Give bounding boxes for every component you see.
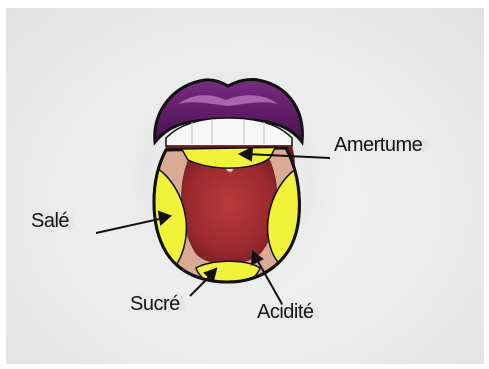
- label-bitter: Amertume: [334, 134, 422, 157]
- label-sweet: Sucré: [130, 293, 180, 316]
- label-sour: Acidité: [257, 301, 314, 324]
- label-salty: Salé: [31, 210, 69, 233]
